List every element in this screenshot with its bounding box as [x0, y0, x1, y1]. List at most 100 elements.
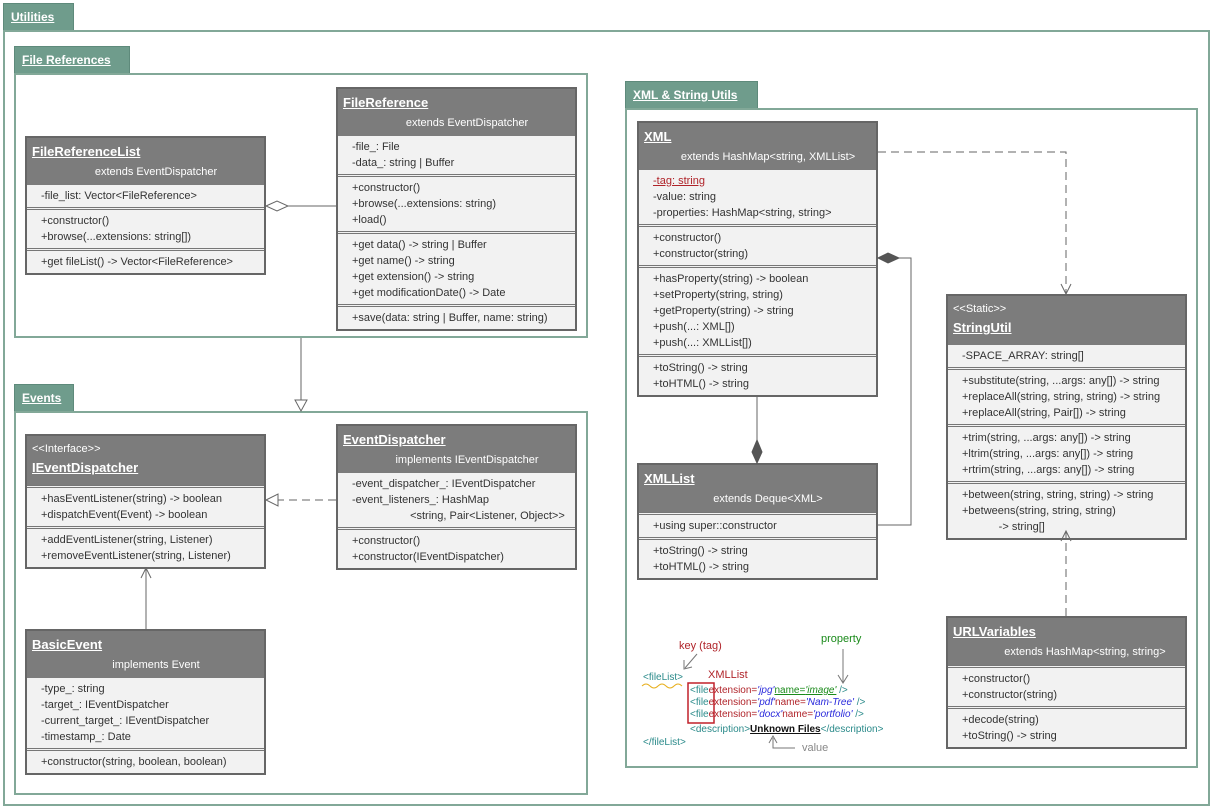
class-member: <string, Pair<Listener, Object>>: [352, 510, 565, 522]
class-extends: implements Event: [112, 659, 200, 671]
filled-diamond-icon: [751, 438, 763, 465]
class-compartment: -file_: File-data_: string | Buffer: [338, 136, 575, 174]
class-member: +betweens(string, string, string): [962, 505, 1116, 517]
class-xml[interactable]: XML extends HashMap<string, XMLList> -ta…: [637, 121, 878, 397]
open-arrowhead-icon: [140, 566, 152, 579]
class-name: StringUtil: [953, 320, 1012, 335]
description-open-tag: <description>: [690, 724, 751, 735]
description-close-tag: </description>: [820, 724, 884, 735]
extension-attribute: extension=: [708, 697, 758, 708]
class-file-reference-list[interactable]: FileReferenceList extends EventDispatche…: [25, 136, 266, 275]
class-member: -file_: File: [352, 141, 400, 153]
class-compartment: +between(string, string, string) -> stri…: [948, 481, 1185, 538]
property-pointer-arrowhead-icon: [837, 674, 849, 684]
package-utilities: [3, 30, 1210, 806]
class-extends: extends EventDispatcher: [405, 117, 529, 129]
class-member: +ltrim(string, ...args: any[]) -> string: [962, 448, 1134, 460]
key-pointer-line: [684, 653, 698, 669]
class-file-reference[interactable]: FileReference extends EventDispatcher -f…: [336, 87, 577, 331]
value-pointer-arrowhead-icon: [768, 734, 778, 744]
class-member: +get modificationDate() -> Date: [352, 287, 506, 299]
class-compartment: +constructor(string, boolean, boolean): [27, 748, 264, 773]
class-member: +constructor(string): [962, 689, 1058, 701]
xml-root-close: </fileList>: [643, 737, 686, 748]
class-url-variables[interactable]: URLVariables extends HashMap<string, str…: [946, 616, 1187, 749]
class-compartment: -type_: string-target_: IEventDispatcher…: [27, 678, 264, 748]
class-member: +between(string, string, string) -> stri…: [962, 489, 1154, 501]
hollow-triangle-icon: [264, 493, 279, 507]
class-member: -file_list: Vector<FileReference>: [41, 190, 197, 202]
class-name: XMLList: [644, 471, 695, 486]
value-pointer-line: [772, 738, 795, 749]
class-member: +hasProperty(string) -> boolean: [653, 273, 809, 285]
class-member: +setProperty(string, string): [653, 289, 783, 301]
class-member: +load(): [352, 214, 387, 226]
open-arrowhead-icon: [1060, 529, 1072, 542]
class-header: <<Interface>> IEventDispatcher: [27, 436, 264, 485]
key-pointer-arrowhead-icon: [683, 660, 693, 670]
class-member: +toHTML() -> string: [653, 378, 749, 390]
class-extends: implements IEventDispatcher: [395, 454, 539, 466]
class-name: IEventDispatcher: [32, 460, 139, 475]
aggregation-diamond-icon: [264, 200, 290, 212]
class-header: FileReferenceList extends EventDispatche…: [27, 138, 264, 185]
class-member: +constructor(): [352, 182, 421, 194]
class-member: +toString() -> string: [962, 730, 1057, 742]
filled-diamond-icon: [876, 252, 901, 264]
class-member: +toString() -> string: [653, 362, 748, 374]
class-header: XMLList extends Deque<XML>: [639, 465, 876, 512]
class-compartment: +toString() -> string+toHTML() -> string: [639, 537, 876, 578]
class-member: +toHTML() -> string: [653, 561, 749, 573]
class-ievent-dispatcher[interactable]: <<Interface>> IEventDispatcher +hasEvent…: [25, 434, 266, 569]
class-event-dispatcher[interactable]: EventDispatcher implements IEventDispatc…: [336, 424, 577, 570]
package-tab-events[interactable]: Events: [14, 384, 74, 412]
class-compartment: +get data() -> string | Buffer+get name(…: [338, 231, 575, 304]
class-compartment: +constructor()+constructor(IEventDispatc…: [338, 527, 575, 568]
class-member: -SPACE_ARRAY: string[]: [962, 350, 1084, 362]
description-value: Unknown Files: [750, 724, 821, 735]
self-close-tag: />: [853, 697, 866, 708]
file-tag: <file: [690, 697, 709, 708]
class-member: -value: string: [653, 191, 716, 203]
class-member: -type_: string: [41, 683, 105, 695]
class-member: +trim(string, ...args: any[]) -> string: [962, 432, 1131, 444]
class-compartment: +trim(string, ...args: any[]) -> string +…: [948, 424, 1185, 481]
class-name: FileReferenceList: [32, 144, 141, 159]
class-member: -> string[]: [962, 521, 1045, 533]
open-arrowhead-icon: [1060, 283, 1072, 296]
class-member: +rtrim(string, ...args: any[]) -> string: [962, 464, 1135, 476]
extension-value: 'docx': [757, 709, 783, 720]
class-compartment: +toString() -> string +toHTML() -> string: [639, 354, 876, 395]
class-compartment: +constructor()+browse(...extensions: str…: [27, 207, 264, 248]
package-tab-file-references[interactable]: File References: [14, 46, 130, 74]
class-compartment: -event_dispatcher_: IEventDispatcher-eve…: [338, 473, 575, 527]
name-attribute: name=: [775, 697, 806, 708]
class-member: -current_target_: IEventDispatcher: [41, 715, 210, 727]
class-compartment: +constructor()+browse(...extensions: str…: [338, 174, 575, 231]
class-basic-event[interactable]: BasicEvent implements Event -type_: stri…: [25, 629, 266, 775]
class-header: URLVariables extends HashMap<string, str…: [948, 618, 1185, 665]
class-member: +using super::constructor: [653, 520, 777, 532]
class-string-util[interactable]: <<Static>> StringUtil -SPACE_ARRAY: stri…: [946, 294, 1187, 540]
xml-file-row: <fileextension='pdf'name='Nam-Tree' />: [690, 697, 865, 709]
class-member: +decode(string): [962, 714, 1039, 726]
class-name: URLVariables: [953, 624, 1036, 639]
class-name: FileReference: [343, 95, 429, 110]
package-file-references: [14, 73, 588, 338]
class-compartment: +decode(string) +toString() -> string: [948, 706, 1185, 747]
class-extends: extends HashMap<string, XMLList>: [680, 151, 856, 163]
package-tab-utilities[interactable]: Utilities: [3, 3, 74, 31]
composition-loop-line: [878, 257, 912, 526]
class-member: +push(...: XML[]): [653, 321, 735, 333]
name-value: 'portfolio': [813, 709, 853, 720]
class-xml-list[interactable]: XMLList extends Deque<XML> +using super:…: [637, 463, 878, 580]
package-tab-xml-string-utils[interactable]: XML & String Utils: [625, 81, 758, 109]
class-name: XML: [644, 129, 672, 144]
class-member: +substitute(string, ...args: any[]) -> s…: [962, 375, 1160, 387]
class-header: FileReference extends EventDispatcher: [338, 89, 575, 136]
extension-value: 'pdf': [757, 697, 776, 708]
extension-attribute: extension=: [708, 709, 758, 720]
class-extends: extends EventDispatcher: [94, 166, 218, 178]
class-member: +constructor(): [41, 215, 110, 227]
class-compartment: +substitute(string, ...args: any[]) -> s…: [948, 367, 1185, 424]
